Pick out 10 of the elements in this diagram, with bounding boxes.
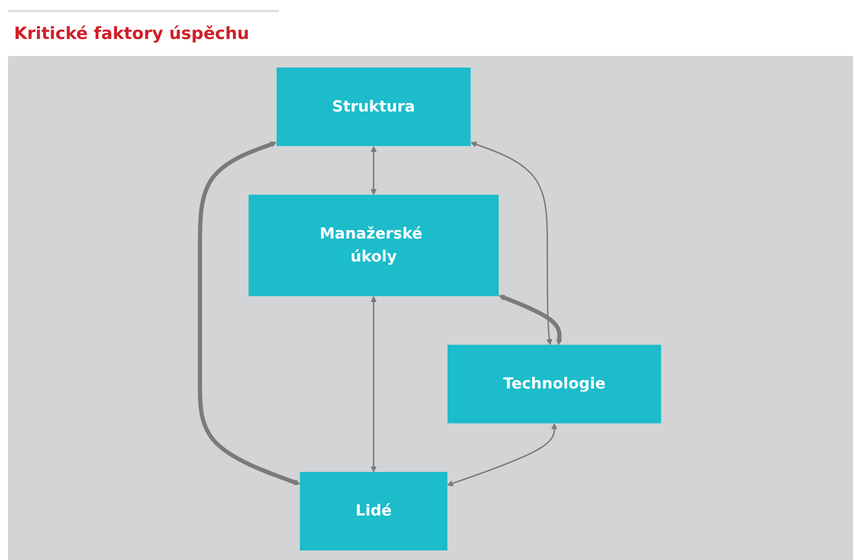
node-box: Struktura	[276, 68, 471, 146]
node-box: Technologie	[448, 344, 662, 424]
arrow	[198, 141, 300, 486]
arrow	[498, 294, 562, 346]
arrow	[470, 141, 552, 346]
node-box: Manažerské úkoly	[248, 194, 499, 296]
arrow	[370, 146, 377, 195]
arrow	[447, 423, 558, 486]
node-box: Lidé	[300, 472, 448, 550]
arrow	[370, 296, 377, 472]
